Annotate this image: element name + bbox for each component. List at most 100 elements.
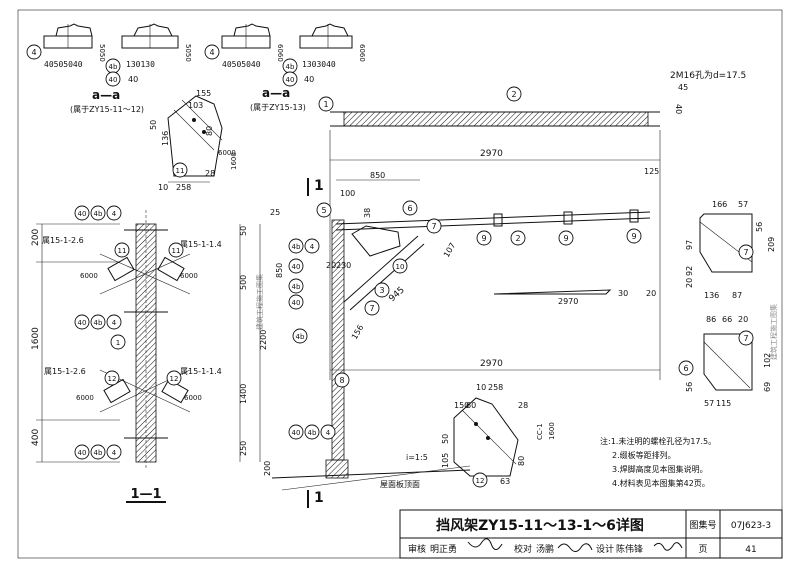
note-2: 2.缀板等距排列。: [612, 450, 676, 460]
bubble-text: 4b: [286, 63, 295, 71]
dim-102: 102: [763, 353, 772, 368]
dim-38: 38: [363, 208, 372, 218]
bubble-9: [558, 230, 574, 246]
bubble-11: [168, 242, 184, 258]
strip-dim-7: 6060: [276, 44, 284, 62]
bubble-6: [678, 360, 694, 376]
bubble-text: 1: [116, 339, 120, 347]
bubble-text: 4: [31, 48, 36, 57]
bubble-text: 4: [112, 319, 117, 327]
bubble-4b: [74, 444, 90, 460]
checker-name: 汤鹏: [536, 543, 554, 555]
dim-945: 945: [387, 285, 406, 304]
dim-50: 50: [441, 434, 450, 444]
watermark-left: 建筑工程施工图集: [255, 274, 264, 330]
bubble-text: 40: [78, 449, 87, 457]
bubble-2: [506, 86, 522, 102]
member-ref-b-2: 属15-1-1.4: [180, 367, 222, 376]
dim-28: 28: [518, 401, 528, 410]
bubble-4b: [288, 424, 304, 440]
bubble-40: 40: [304, 75, 314, 84]
note-3: 3.焊脚高度见本图集说明。: [612, 464, 708, 474]
dim-6000-a: 6000: [218, 149, 236, 157]
bubble-text: 40: [292, 263, 301, 271]
bubble-text: 4: [326, 429, 331, 437]
bubble-text: 7: [743, 334, 748, 343]
bubble-text: 4: [209, 48, 214, 57]
plate-detail-upper: 7 166 57 136 87 209 56 97 92 20: [685, 200, 776, 300]
dim-6000: 6000: [76, 394, 94, 402]
dim-10: 10: [158, 183, 168, 192]
bubble-text: 9: [481, 234, 486, 243]
bubble-text: 4: [112, 210, 117, 218]
bubble-4b: [288, 258, 304, 274]
dim-2970-mid: 2970: [558, 297, 578, 306]
roof-label: 屋面板顶面: [380, 479, 420, 489]
dim-20: 20: [646, 289, 656, 298]
checker-signature: [557, 543, 593, 552]
bubble-12: [472, 472, 488, 488]
dim-2970-top: 2970: [480, 149, 503, 159]
dim-115: 115: [716, 399, 731, 408]
bubble-4: [106, 444, 122, 460]
bubble-text: 3: [379, 286, 384, 295]
bubble-text: 40: [286, 76, 295, 84]
member-ref-b-1: 属15-1-1.4: [180, 240, 222, 249]
bubble-text: 11: [118, 247, 127, 255]
dim-230: 230: [336, 261, 351, 270]
dim-250: 250: [239, 441, 248, 456]
notes-block: 注:1.未注明的螺栓孔径为17.5。 2.缀板等距排列。 3.焊脚高度见本图集说…: [600, 436, 716, 488]
check-label: 校对: [514, 543, 532, 555]
member-ref-a-1: 属15-1-2.6: [42, 236, 84, 245]
bubble-text: 12: [170, 375, 179, 383]
bubble-text: 6: [683, 364, 688, 373]
dim-150: 150: [454, 401, 469, 410]
bubble-text: 4b: [292, 283, 301, 291]
watermark-right: 建筑工程施工图集: [769, 304, 778, 360]
dim-28: 28: [205, 169, 215, 178]
dim-125: 125: [644, 167, 659, 176]
dim-69: 69: [763, 382, 772, 392]
bubble-5: [316, 202, 332, 218]
bubble-7: [364, 300, 380, 316]
dim-2970-bottom: 2970: [480, 359, 503, 369]
bubble-3: [374, 282, 390, 298]
dim-400: 400: [31, 429, 41, 446]
dim-107: 107: [442, 241, 457, 259]
dim-87: 87: [732, 291, 742, 300]
dim-6000: 6000: [180, 272, 198, 280]
cut-mark-bottom: 1: [314, 490, 324, 506]
designer-name: 陈伟锋: [616, 543, 643, 555]
dim-103: 103: [188, 101, 203, 110]
bubble-text: 4b: [94, 449, 103, 457]
bubble-12: [166, 370, 182, 386]
dim-209: 209: [767, 237, 776, 252]
bubble-text: 40: [78, 319, 87, 327]
main-elevation: 2 1 2M16孔为d=17.5 45 40 2970 1 1 850 100 …: [263, 69, 746, 508]
bubble-7: [738, 330, 754, 346]
atlas-number: 07J623-3: [731, 521, 771, 531]
dim-50: 50: [149, 120, 158, 130]
dim-25: 25: [270, 208, 280, 217]
bubble-40: 40: [128, 75, 138, 84]
dim-1600: 1600: [31, 327, 41, 350]
bubble-text: 5: [321, 206, 326, 215]
review-label: 审核: [408, 543, 426, 555]
section-aa-right-sub: (属于ZY15-13): [250, 103, 306, 112]
slope-label: i=1:5: [406, 453, 428, 462]
bubble-text: 7: [743, 248, 748, 257]
bubble-text: 40: [292, 299, 301, 307]
bubble-4: [106, 205, 122, 221]
bubble-9: [626, 228, 642, 244]
bubble-4: [26, 44, 42, 60]
reviewer-signature: [467, 538, 503, 550]
section-aa-right: a—a: [262, 86, 290, 100]
dim-1600-b: 1600: [548, 422, 556, 440]
section-aa-left: a—a: [92, 88, 120, 102]
bubble-10: [392, 258, 408, 274]
dim-57: 57: [704, 399, 714, 408]
bubble-text: 4b: [109, 63, 118, 71]
dim-156: 156: [350, 323, 365, 341]
bubble-text: 2: [511, 90, 516, 99]
strip-dim-6: 5050: [184, 44, 192, 62]
